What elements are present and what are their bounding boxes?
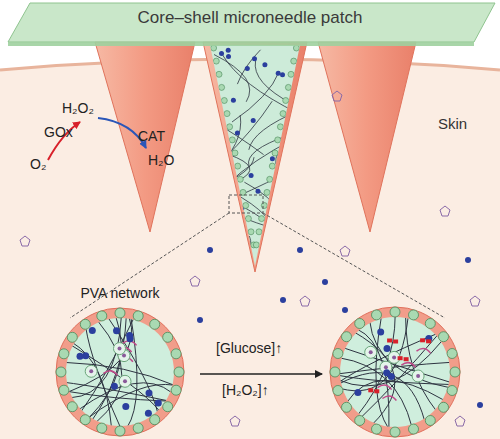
shell-bead [150, 319, 160, 329]
shell-bead [439, 332, 449, 342]
zoom-circle [330, 307, 460, 437]
shell-bead [115, 426, 125, 436]
shell-bead [330, 367, 340, 377]
shell-bead [355, 319, 365, 329]
shell-bead [333, 386, 343, 396]
shell-bead [115, 308, 125, 318]
shell-bead [80, 319, 90, 329]
node-text: Skin [438, 115, 467, 132]
shell-bead [163, 402, 173, 412]
circle-shape [50, 285, 190, 437]
shell-bead [409, 310, 419, 320]
shell-bead [390, 307, 400, 317]
condition-label: [H₂O₂]↑ [222, 382, 269, 398]
shell-bead [56, 367, 66, 377]
node-text: PVA network [50, 285, 190, 301]
shell-bead [450, 367, 460, 377]
condition-label: [Glucose]↑ [216, 340, 282, 356]
shell-bead [59, 385, 69, 395]
patch-band: Core–shell microneedle patch [0, 0, 500, 46]
shell-bead [171, 349, 181, 359]
chemical-label: H₂O [148, 152, 174, 168]
shell-bead [355, 416, 365, 426]
node-text: Core–shell microneedle patch [0, 8, 500, 28]
shell-bead [174, 367, 184, 377]
shell-bead [163, 332, 173, 342]
shell-bead [80, 415, 90, 425]
shell-bead [409, 424, 419, 434]
shell-bead [97, 423, 107, 433]
shell-bead [425, 416, 435, 426]
shell-bead [372, 424, 382, 434]
shell-bead [439, 402, 449, 412]
shell-bead [390, 427, 400, 437]
pva-network [65, 316, 175, 428]
shell-ring [330, 307, 460, 437]
shell-bead [67, 402, 77, 412]
chemical-label: CAT [138, 128, 165, 144]
shell-bead [97, 311, 107, 321]
shell-bead [447, 349, 457, 359]
shell-bead [133, 311, 143, 321]
chemical-label: GOx [44, 124, 73, 140]
shell-bead [133, 423, 143, 433]
pva-network [338, 315, 451, 429]
transition-arrow [200, 373, 322, 375]
chemical-label: O₂ [30, 156, 46, 172]
shell-ring [56, 308, 184, 436]
shell-bead [372, 310, 382, 320]
zoom-circle: PVA network [50, 285, 190, 437]
shell-bead [342, 402, 352, 412]
shell-bead [333, 349, 343, 359]
shell-bead [171, 385, 181, 395]
chemical-label: H₂O₂ [62, 100, 94, 116]
shell-bead [342, 332, 352, 342]
shell-bead [67, 332, 77, 342]
shell-bead [59, 349, 69, 359]
shell-bead [150, 415, 160, 425]
shell-bead [447, 386, 457, 396]
shell-bead [425, 319, 435, 329]
